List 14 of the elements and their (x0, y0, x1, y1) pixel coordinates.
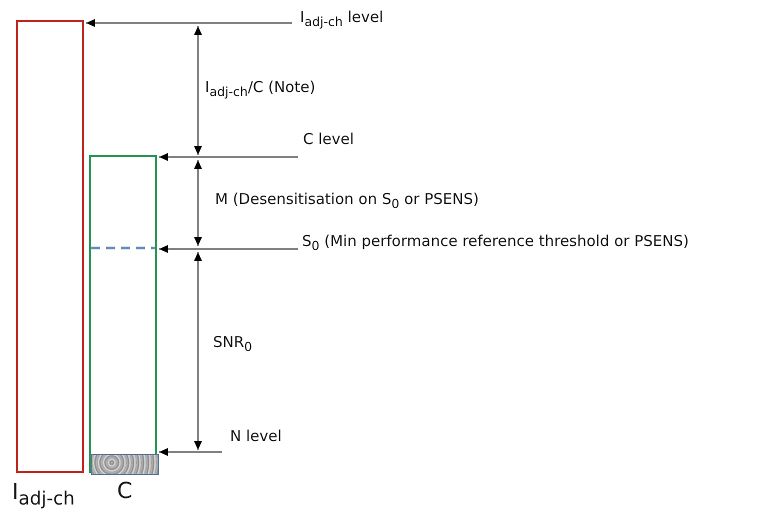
dimension-label: M (Desensitisation on S$_{0}$ or PSENS) (215, 190, 479, 213)
level-label: I$_{adj-ch}$ level (300, 8, 384, 31)
arrow (158, 153, 298, 161)
dimension-label: I$_{adj-ch}$/C (Note) (205, 78, 316, 101)
bar-label: I$_{adj-ch}$ (12, 480, 75, 509)
arrow (158, 448, 222, 456)
arrow (158, 245, 298, 253)
level-label: N level (230, 427, 282, 445)
level-label: C level (303, 130, 354, 148)
arrow (86, 19, 292, 27)
dimension-label: SNR$_{0}$ (213, 333, 252, 356)
bar-label: C (117, 479, 132, 505)
level-label: S$_{0}$ (Min performance reference threshold or PSENS) (302, 232, 689, 255)
noise-block (91, 454, 159, 475)
